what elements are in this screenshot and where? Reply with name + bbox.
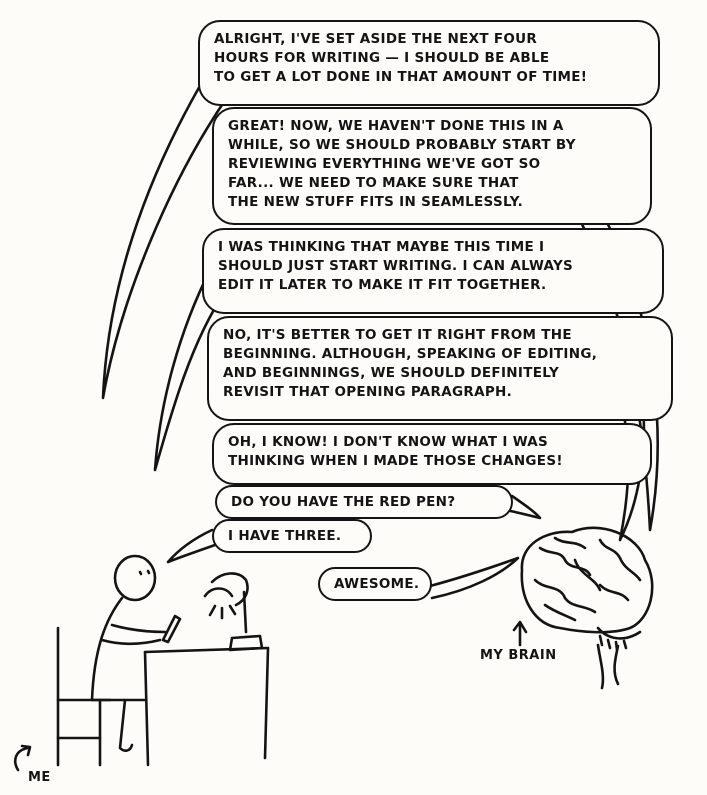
tail-b6 — [504, 494, 542, 520]
speech-bubble-1: Alright, I've set aside the next four ho… — [198, 20, 660, 106]
speech-bubble-2: Great! Now, we haven't done this in a wh… — [212, 107, 652, 225]
speech-bubble-4: No, it's better to get it right from the… — [207, 316, 673, 421]
person-figure — [90, 554, 182, 752]
brain-drawing — [520, 526, 654, 690]
arrow-brain — [512, 620, 528, 647]
arrow-me — [14, 744, 32, 772]
chair — [56, 626, 112, 767]
label-me: Me — [28, 770, 51, 785]
speech-bubble-7: I have three. — [212, 519, 372, 553]
speech-bubble-6: Do you have the red pen? — [215, 485, 513, 519]
speech-bubble-5: Oh, I know! I don't know what I was thin… — [212, 423, 652, 485]
label-my-brain: My brain — [480, 648, 557, 663]
speech-bubble-3: I was thinking that maybe this time I sh… — [202, 228, 664, 314]
tail-b1 — [101, 70, 230, 400]
tail-b7 — [166, 528, 217, 564]
tail-b8 — [428, 556, 520, 600]
speech-bubble-8: Awesome. — [318, 567, 432, 601]
tail-b3 — [153, 268, 227, 472]
desk-lamp — [203, 572, 264, 652]
desk — [143, 646, 270, 767]
